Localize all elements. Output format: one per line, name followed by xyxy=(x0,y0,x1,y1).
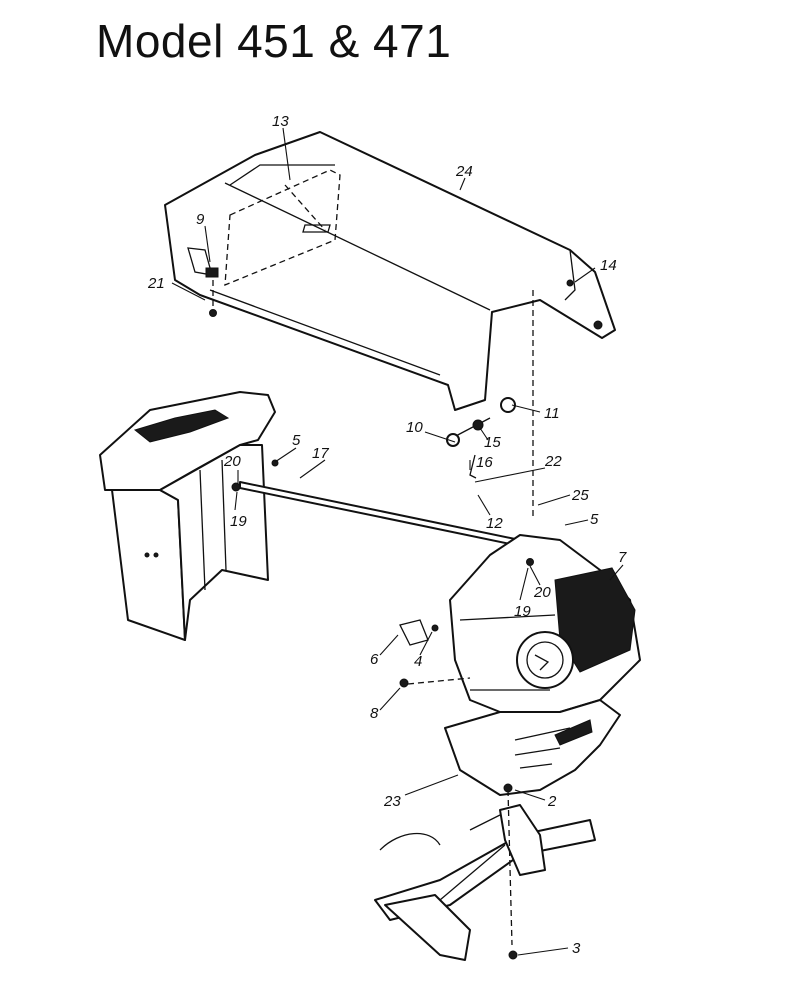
leader-lines xyxy=(171,127,624,956)
diagram-title: Model 451 & 471 xyxy=(96,15,452,67)
callout-7: 7 xyxy=(618,549,627,566)
callout-16: 16 xyxy=(476,454,493,471)
callout-19-left: 19 xyxy=(230,513,247,530)
callout-17: 17 xyxy=(312,445,329,462)
callout-4: 4 xyxy=(414,653,422,670)
grille-part-7 xyxy=(449,534,641,713)
callout-25: 25 xyxy=(571,487,589,504)
hinge-part-9 xyxy=(205,267,219,317)
latch-parts xyxy=(446,290,534,520)
callout-8: 8 xyxy=(370,705,379,722)
callout-5-right: 5 xyxy=(590,511,599,528)
callout-20-left: 20 xyxy=(223,453,241,470)
callout-11: 11 xyxy=(544,405,560,422)
callout-9: 9 xyxy=(196,211,205,228)
callout-5-left: 5 xyxy=(292,432,301,449)
dash-panel xyxy=(99,391,276,641)
hood-liner-part-13 xyxy=(224,169,341,286)
callout-labels: 13 24 9 14 21 11 10 15 16 5 17 20 22 25 … xyxy=(147,113,627,957)
callout-14: 14 xyxy=(600,257,617,274)
callout-12: 12 xyxy=(486,515,503,532)
callout-2: 2 xyxy=(547,793,557,810)
callout-23: 23 xyxy=(383,793,401,810)
callout-19-right: 19 xyxy=(514,603,531,620)
callout-24: 24 xyxy=(455,163,473,180)
bumper-part-23 xyxy=(444,699,621,796)
callout-20-right: 20 xyxy=(533,584,551,601)
callout-3: 3 xyxy=(572,940,581,957)
chassis-frame xyxy=(374,783,596,961)
callout-22: 22 xyxy=(544,453,562,470)
callout-6: 6 xyxy=(370,651,379,668)
callout-10: 10 xyxy=(406,419,423,436)
callout-15: 15 xyxy=(484,434,501,451)
callout-21: 21 xyxy=(147,275,165,292)
support-rod-part-17 xyxy=(231,459,521,547)
callout-13: 13 xyxy=(272,113,289,130)
hood-part-24 xyxy=(164,131,616,411)
